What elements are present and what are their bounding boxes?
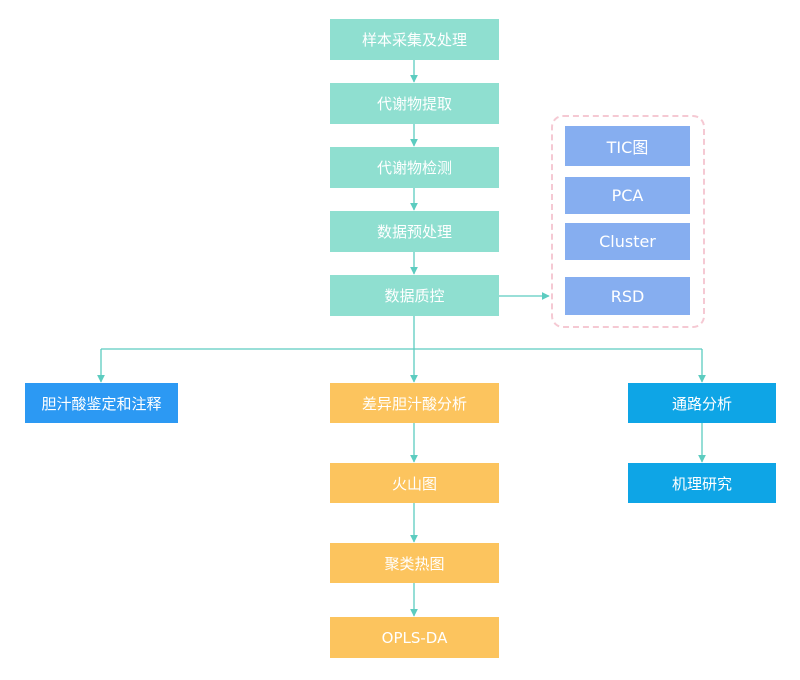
qc-metric-cluster: Cluster [565,223,690,260]
branch-identification: 胆汁酸鉴定和注释 [25,383,178,423]
step-sample-collection: 样本采集及处理 [330,19,499,60]
branch-differential: 差异胆汁酸分析 [330,383,499,423]
step-metabolite-extraction: 代谢物提取 [330,83,499,124]
pathway-step-mechanism: 机理研究 [628,463,776,503]
branch-pathway: 通路分析 [628,383,776,423]
qc-metric-pca: PCA [565,177,690,214]
qc-metric-rsd: RSD [565,277,690,315]
step-metabolite-detection: 代谢物检测 [330,147,499,188]
step-data-qc: 数据质控 [330,275,499,316]
qc-metric-tic: TIC图 [565,126,690,166]
diff-step-heatmap: 聚类热图 [330,543,499,583]
step-data-preprocessing: 数据预处理 [330,211,499,252]
qc-metrics-panel [551,115,705,328]
diff-step-volcano: 火山图 [330,463,499,503]
diff-step-oplsda: OPLS-DA [330,617,499,658]
